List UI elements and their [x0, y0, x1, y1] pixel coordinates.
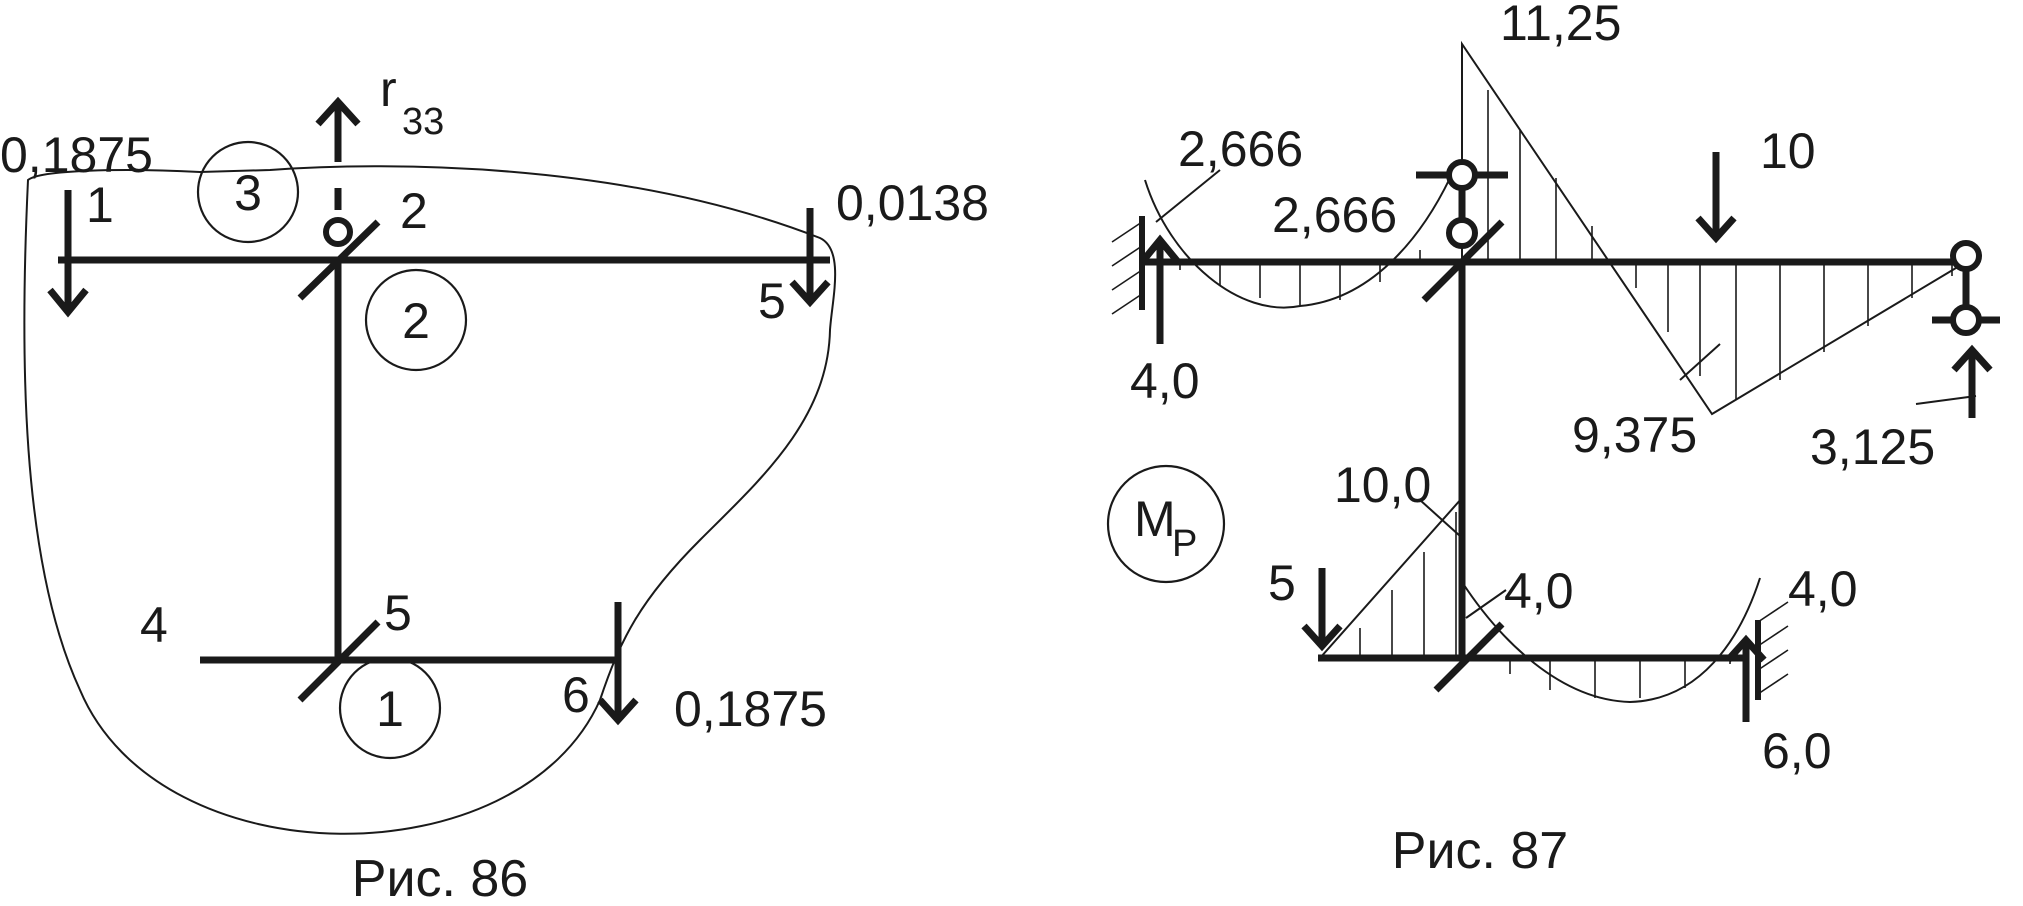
caption-fig-86: Рис. 86	[352, 850, 528, 901]
value-load-top: 10	[1760, 123, 1816, 179]
value-left-reaction: 4,0	[1130, 353, 1200, 409]
load-arrow-10-head	[1695, 215, 1737, 244]
circled-number-3-ring	[196, 140, 300, 244]
value-left-mid: 2,666	[1272, 187, 1397, 243]
support-hinge-bottom-right	[1950, 304, 1982, 336]
value-left-top: 0,1875	[0, 127, 153, 183]
reaction-arrow-head	[315, 96, 361, 127]
value-col-top: 10,0	[1334, 457, 1431, 513]
value-right-reaction: 3,125	[1810, 419, 1935, 475]
value-span-min: 9,375	[1572, 407, 1697, 463]
joint-tick-top-87	[1421, 219, 1505, 303]
moment-curve-bottom	[1461, 577, 1761, 704]
node-label-1: 1	[86, 177, 114, 233]
load-arrow-5-head	[1301, 623, 1343, 652]
value-right-end: 4,0	[1788, 561, 1858, 617]
joint-tick-bottom-87	[1433, 621, 1505, 693]
moment-column-triangle	[1319, 495, 1463, 659]
circled-number-2-ring	[364, 268, 468, 372]
diagram-index: P	[1172, 523, 1197, 565]
reaction-arrow-left-head	[1139, 234, 1181, 265]
leader-3125	[1915, 395, 1977, 405]
hinge-upper-87	[1446, 159, 1478, 191]
node-label-5-bottom: 5	[384, 585, 412, 641]
joint-tick-top	[297, 219, 381, 301]
value-bottom-reaction: 6,0	[1762, 723, 1832, 779]
circled-number-3: 3	[234, 165, 262, 221]
leader-4-0-col	[1465, 589, 1507, 619]
figure-86-contour	[23, 165, 837, 835]
reaction-symbol: r	[380, 61, 397, 117]
circled-number-2: 2	[402, 293, 430, 349]
load-arrow-node-6-head	[597, 697, 639, 726]
diagram-symbol: M	[1134, 491, 1176, 547]
right-clamp-hatch	[1757, 601, 1789, 695]
load-arrow-node-1-head	[47, 287, 89, 318]
reaction-arrow-bottom-head	[1725, 634, 1767, 663]
diagram-symbol-ring	[1106, 464, 1226, 584]
moment-curve-left	[1144, 177, 1451, 309]
node-label-6: 6	[562, 667, 590, 723]
circled-number-1: 1	[376, 681, 404, 737]
node-label-2: 2	[400, 183, 428, 239]
left-clamp-hatch	[1111, 221, 1143, 315]
caption-fig-87: Рис. 87	[1392, 822, 1568, 880]
reaction-arrow-right-head	[1951, 344, 1993, 373]
leader-9375	[1679, 343, 1721, 381]
leader-10-0	[1419, 499, 1461, 537]
value-right-top: 0,0138	[836, 175, 989, 231]
moment-top-triangle	[1461, 40, 1967, 416]
figure-86: 3 2 1 1 2 4 5 5 6 0,1875 0,0138 0,1875 r…	[0, 61, 989, 906]
reaction-index: 33	[402, 101, 444, 143]
value-bottom-right: 0,1875	[674, 681, 827, 737]
hinge-lower-87	[1446, 217, 1478, 249]
hinge-86	[323, 217, 353, 247]
circled-number-1-ring	[338, 656, 442, 760]
support-hinge-top-right	[1950, 240, 1982, 272]
node-label-4: 4	[140, 597, 168, 653]
value-top-peak: 11,25	[1500, 0, 1621, 51]
load-arrow-node-5-head	[789, 279, 831, 308]
joint-tick-bottom	[297, 619, 381, 703]
value-bottom-load: 5	[1268, 555, 1296, 611]
leader-2666-top	[1155, 169, 1221, 223]
value-left-top: 2,666	[1178, 121, 1303, 177]
figure-87: M P 11,25 2,666 2,666 10 4,0 9,375 3,125…	[1106, 0, 2000, 880]
moment-hatching	[1179, 90, 1953, 698]
value-col-bottom: 4,0	[1504, 563, 1574, 619]
node-label-5-right: 5	[758, 273, 786, 329]
